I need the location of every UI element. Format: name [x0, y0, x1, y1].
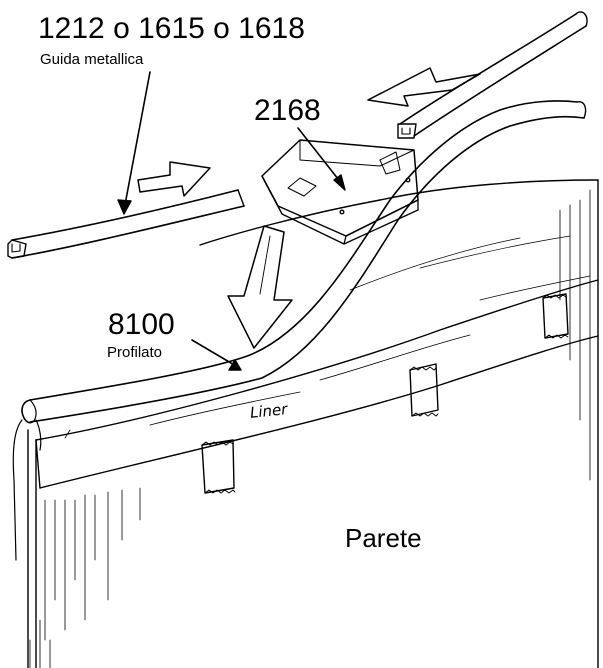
wall-panel	[27, 179, 599, 668]
profile-code-label: 8100	[108, 308, 175, 341]
leader-line-connector	[297, 127, 346, 191]
leader-line-profile	[191, 339, 242, 371]
arrow-left	[367, 67, 481, 107]
liner-label: Liner	[249, 400, 289, 422]
guide-name-label: Guida metallica	[40, 51, 144, 68]
liner-sheet	[35, 235, 599, 489]
tape-strip	[542, 293, 569, 339]
wall-label: Parete	[345, 523, 422, 553]
profile-name-label: Profilato	[107, 344, 163, 361]
tape-strip	[201, 439, 236, 494]
tape-strip	[409, 363, 439, 417]
guide-code-label: 1212 o 1615 o 1618	[38, 12, 305, 45]
metal-guide-right	[397, 11, 588, 139]
profile-8100	[12, 100, 587, 561]
connector-2168	[261, 139, 419, 245]
metal-guide-left	[7, 189, 245, 259]
connector-code-label: 2168	[254, 94, 321, 127]
arrow-right	[137, 161, 211, 197]
leader-line-guide	[117, 71, 151, 215]
arrow-down	[227, 225, 293, 349]
